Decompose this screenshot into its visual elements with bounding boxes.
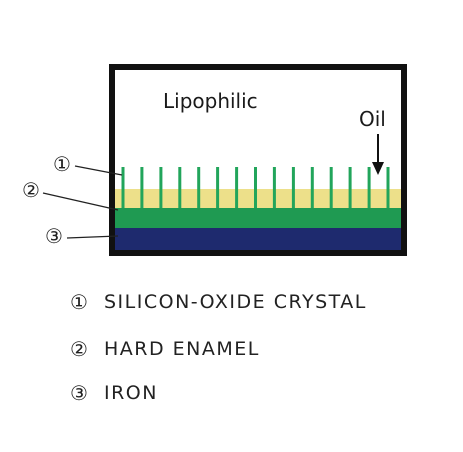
legend-item-1: ① SILICON-OXIDE CRYSTAL: [70, 289, 367, 315]
crystal-tooth: [197, 167, 201, 209]
layer-diagram: Lipophilic Oil ① ② ③: [22, 64, 407, 256]
crystal-tooth: [348, 167, 352, 209]
crystal-tooth: [310, 167, 314, 209]
legend-number: ①: [70, 290, 88, 314]
crystal-tooth: [386, 167, 390, 209]
legend-text: IRON: [104, 382, 158, 404]
leader-line-2: [42, 192, 119, 211]
oil-layer: [115, 189, 401, 208]
legend-text: HARD ENAMEL: [104, 338, 260, 360]
callout-3: ③: [45, 224, 63, 248]
crystal-tooth: [159, 167, 163, 209]
crystal-tooth: [367, 167, 371, 209]
legend-text: SILICON-OXIDE CRYSTAL: [104, 291, 367, 313]
crystal-tooth: [272, 167, 276, 209]
crystal-tooth: [254, 167, 257, 209]
leader-line-3: [66, 235, 119, 239]
crystal-tooth: [140, 167, 144, 209]
oil-label: Oil: [359, 107, 386, 131]
legend-item-2: ② HARD ENAMEL: [70, 336, 260, 362]
legend-number: ②: [70, 337, 88, 361]
oil-arrow-head-icon: [372, 162, 384, 175]
callout-2: ②: [22, 178, 40, 202]
lipophilic-label: Lipophilic: [163, 89, 258, 113]
crystal-tooth: [121, 167, 125, 209]
legend-number: ③: [70, 381, 88, 405]
callout-1: ①: [53, 152, 71, 176]
crystal-tooth: [329, 167, 333, 209]
silicon-oxide-crystal-teeth: [121, 167, 390, 209]
iron-layer: [115, 228, 401, 250]
crystal-tooth: [291, 167, 295, 209]
crystal-tooth: [216, 167, 220, 209]
leader-line-1: [74, 165, 123, 176]
hard-enamel-layer: [115, 208, 401, 228]
crystal-tooth: [235, 167, 239, 209]
crystal-tooth: [178, 167, 182, 209]
legend-item-3: ③ IRON: [70, 380, 158, 406]
